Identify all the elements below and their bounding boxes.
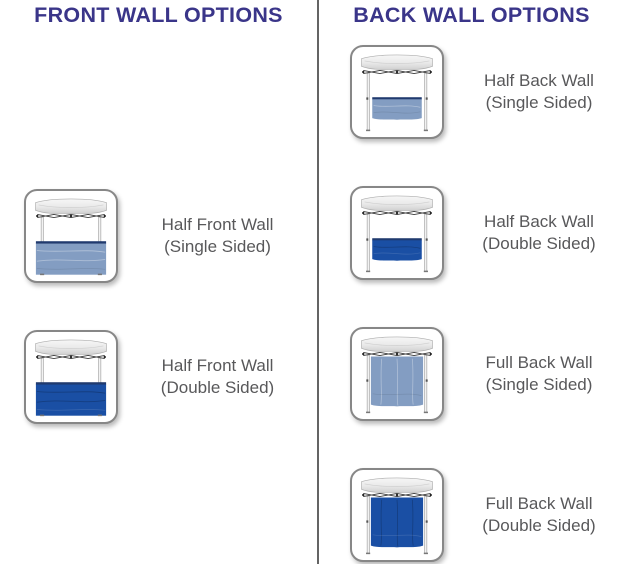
wall-option-label: Half Back Wall(Single Sided) xyxy=(444,45,624,139)
wall-option-row: Half Front Wall(Double Sided) xyxy=(0,329,317,471)
wall-option-label-line: Half Front Wall xyxy=(161,215,274,235)
wall-option-label-line: Half Back Wall xyxy=(484,212,594,232)
canopy-half-front-wall-single-icon xyxy=(35,198,107,275)
back-wall-options-title: BACK WALL OPTIONS xyxy=(353,3,590,27)
wall-option-image-card xyxy=(24,188,118,283)
canopy-half-back-wall-double-icon xyxy=(361,195,433,272)
wall-option-image-card xyxy=(350,326,444,421)
wall-option-label: Half Front Wall(Single Sided) xyxy=(118,189,317,283)
wall-option-label: Full Back Wall(Single Sided) xyxy=(444,327,624,421)
wall-option-label-line: (Double Sided) xyxy=(482,515,596,535)
canopy-half-back-wall-single-icon xyxy=(361,54,433,131)
wall-option-row: Full Back Wall(Single Sided) xyxy=(319,326,624,468)
wall-option-row: Half Front Wall(Single Sided) xyxy=(0,188,317,330)
wall-option-row: Half Back Wall(Double Sided) xyxy=(319,185,624,327)
front-wall-options-title: FRONT WALL OPTIONS xyxy=(34,3,283,27)
wall-option-label-line: (Double Sided) xyxy=(482,233,596,253)
column-divider xyxy=(317,0,319,564)
wall-option-label-line: (Single Sided) xyxy=(164,236,271,256)
wall-option-label-line: (Double Sided) xyxy=(160,377,275,397)
wall-option-label: Half Front Wall(Double Sided) xyxy=(118,330,317,424)
wall-option-label-line: Full Back Wall xyxy=(485,494,593,514)
wall-option-label-line: Full Back Wall xyxy=(485,353,593,373)
wall-option-label-line: (Single Sided) xyxy=(485,374,593,394)
wall-option-label-line: (Single Sided) xyxy=(485,92,593,112)
wall-option-image-card xyxy=(350,185,444,280)
wall-option-label: Half Back Wall(Double Sided) xyxy=(444,186,624,280)
front-wall-options-section: FRONT WALL OPTIONS Half Front Wall(Singl… xyxy=(0,3,317,471)
wall-option-label-line: Half Front Wall xyxy=(161,356,274,376)
back-wall-rows: Half Back Wall(Single Sided)Half Back Wa… xyxy=(319,44,624,564)
canopy-half-front-wall-double-icon xyxy=(35,339,107,416)
wall-option-image-card xyxy=(24,329,118,424)
canopy-full-back-wall-single-icon xyxy=(361,336,433,413)
wall-option-image-card xyxy=(350,44,444,139)
wall-option-row: Full Back Wall(Double Sided) xyxy=(319,467,624,564)
canopy-full-back-wall-double-icon xyxy=(361,477,433,554)
front-wall-rows: Half Front Wall(Single Sided)Half Front … xyxy=(0,188,317,471)
wall-option-row: Half Back Wall(Single Sided) xyxy=(319,44,624,186)
wall-option-image-card xyxy=(350,467,444,562)
back-wall-options-section: BACK WALL OPTIONS Half Back Wall(Single … xyxy=(319,0,624,564)
wall-option-label: Full Back Wall(Double Sided) xyxy=(444,468,624,562)
wall-option-label-line: Half Back Wall xyxy=(484,71,594,91)
